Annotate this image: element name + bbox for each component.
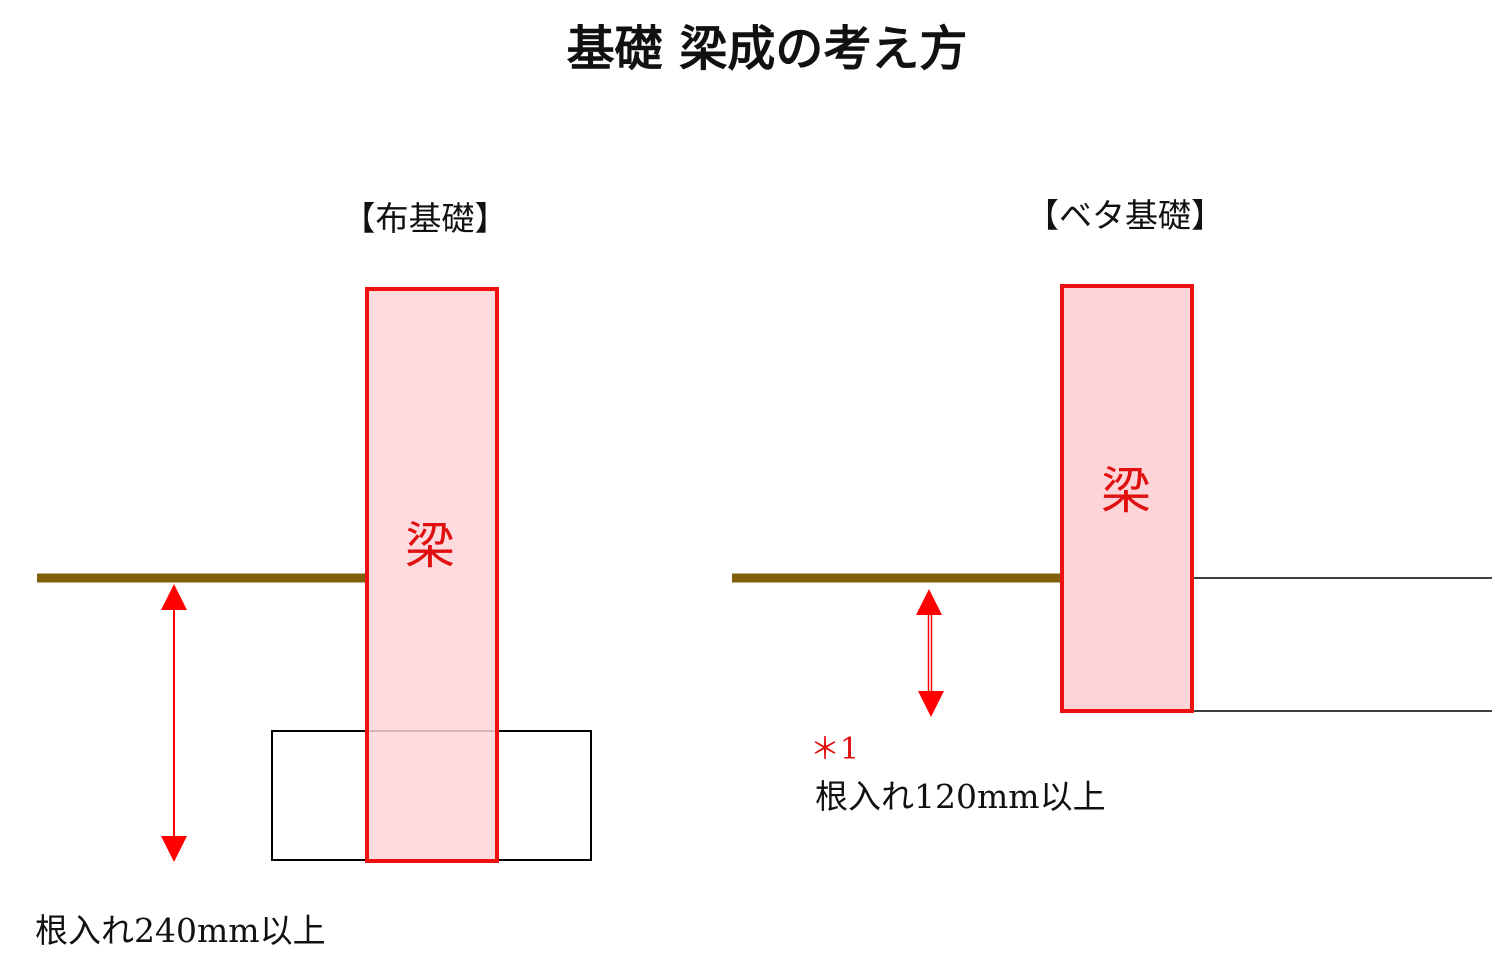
strip-foundation-section: 【布基礎】 梁 根入れ240mm以上 [35, 199, 592, 950]
diagram-title: 基礎 梁成の考え方 [567, 21, 968, 77]
embed-depth-arrow [161, 584, 187, 862]
strip-foundation-heading: 【布基礎】 [343, 199, 508, 238]
beam-label: 梁 [1101, 462, 1151, 520]
embed-depth-arrow [916, 589, 944, 717]
mat-foundation-heading: 【ベタ基礎】 [1026, 196, 1224, 235]
beam-rect [365, 287, 499, 863]
note-mark: ＊1 [810, 732, 859, 767]
beam-rect [1060, 284, 1194, 713]
mat-foundation-section: 【ベタ基礎】 梁 ＊1 根入れ120mm以上 [732, 196, 1492, 816]
beam-label: 梁 [405, 517, 455, 575]
embed-depth-label: 根入れ120mm以上 [815, 777, 1106, 816]
embed-depth-label: 根入れ240mm以上 [35, 911, 326, 950]
